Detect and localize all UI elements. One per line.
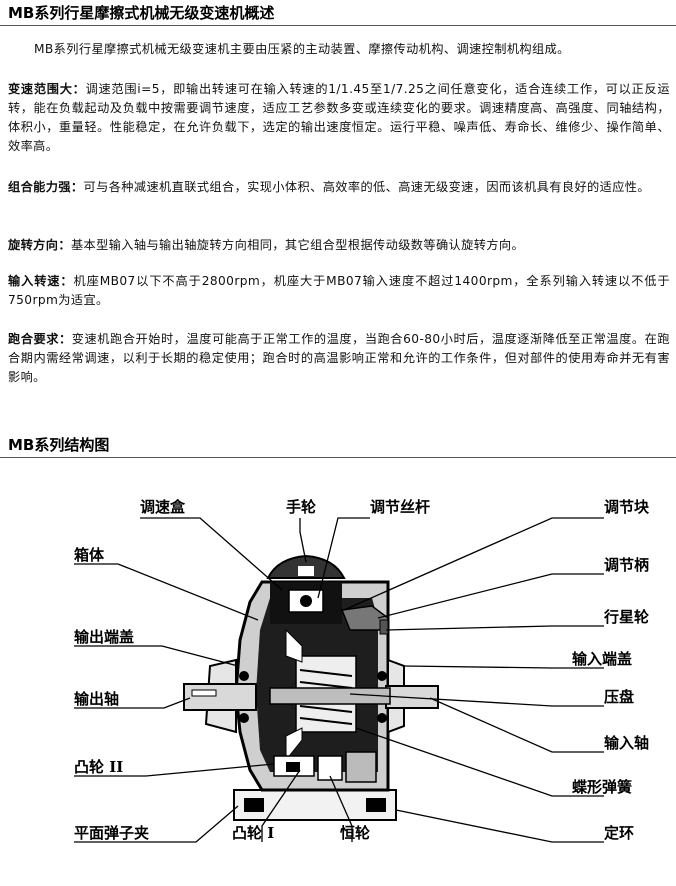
paragraph-text: 基本型输入轴与输出轴旋转方向相同，其它组合型根据传动级数等确认旋转方向。 (70, 238, 525, 252)
section-title-overview: MB系列行星摩擦式机械无级变速机概述 (8, 4, 275, 22)
paragraph-text: 调速范围i=5，即输出转速可在输入转速的1/1.45至1/7.25之间任意变化，… (8, 82, 670, 153)
paragraph-heading: 组合能力强： (8, 180, 84, 194)
title-divider (0, 457, 676, 458)
label-housing: 箱体 (74, 546, 105, 564)
label-planet-wheel: 行星轮 (603, 608, 649, 626)
label-input-end-cap: 输入端盖 (572, 650, 632, 668)
title-divider (0, 25, 676, 26)
paragraph-text: 机座MB07以下不高于2800rpm，机座大于MB07输入速度不超过1400rp… (8, 274, 671, 307)
label-fixed-ring: 定环 (604, 824, 634, 842)
intro-paragraph: MB系列行星摩擦式机械无级变速机主要由压紧的主动装置、摩擦传动机构、调速控制机构… (34, 42, 570, 56)
label-speed-control-box: 调速盒 (140, 498, 186, 516)
paragraph-text: 变速机跑合开始时，温度可能高于正常工作的温度，当跑合60-80小时后，温度逐渐降… (8, 332, 670, 384)
structure-diagram: 调速盒 手轮 调节丝杆 调节块 箱体 调节柄 输出端盖 行星轮 输入端盖 输出轴… (74, 498, 650, 843)
part-labels: 调速盒 手轮 调节丝杆 调节块 箱体 调节柄 输出端盖 行星轮 输入端盖 输出轴… (74, 498, 650, 842)
leader-lines (74, 517, 604, 843)
label-output-end-cap: 输出端盖 (74, 628, 134, 646)
label-cam-2: 凸轮 II (74, 758, 123, 776)
label-ball-clip: 平面弹子夹 (74, 824, 149, 842)
section-title-structure: MB系列结构图 (8, 436, 110, 454)
label-input-shaft: 输入轴 (604, 734, 649, 752)
label-hand-wheel: 手轮 (286, 498, 316, 516)
label-adjusting-screw: 调节丝杆 (370, 498, 430, 516)
paragraph-rotation: 旋转方向：基本型输入轴与输出轴旋转方向相同，其它组合型根据传动级数等确认旋转方向… (8, 236, 670, 255)
paragraph-running-in: 跑合要求：变速机跑合开始时，温度可能高于正常工作的温度，当跑合60-80小时后，… (8, 330, 670, 387)
paragraph-input-speed: 输入转速：机座MB07以下不高于2800rpm，机座大于MB07输入速度不超过1… (8, 272, 670, 310)
label-pressure-plate: 压盘 (604, 688, 634, 706)
label-cam-1: 凸轮 I (232, 824, 274, 842)
paragraph-heading: 变速范围大： (8, 82, 86, 96)
label-output-shaft: 输出轴 (74, 690, 119, 708)
paragraph-heading: 旋转方向： (8, 238, 71, 252)
paragraph-text: 可与各种减速机直联式组合，实现小体积、高效率的低、高速无级变速，因而该机具有良好… (83, 180, 650, 194)
paragraph-speed-range: 变速范围大：调速范围i=5，即输出转速可在输入转速的1/1.45至1/7.25之… (8, 80, 670, 156)
label-adjusting-handle: 调节柄 (604, 556, 649, 574)
label-constant-wheel: 恒轮 (340, 824, 370, 842)
paragraph-heading: 输入转速： (8, 274, 74, 288)
paragraph-heading: 跑合要求： (8, 332, 72, 346)
machine-cross-section (183, 554, 439, 821)
label-adjusting-block: 调节块 (604, 498, 650, 516)
paragraph-combination: 组合能力强：可与各种减速机直联式组合，实现小体积、高效率的低、高速无级变速，因而… (8, 178, 670, 197)
label-disc-spring: 蝶形弹簧 (572, 778, 632, 796)
